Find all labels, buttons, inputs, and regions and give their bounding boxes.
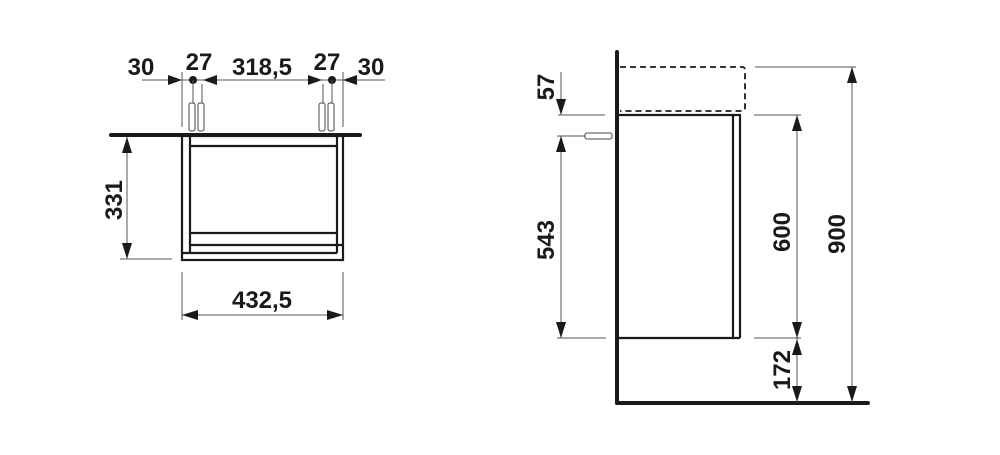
cabinet-side	[619, 113, 742, 340]
cabinet-front	[180, 134, 345, 262]
dim-right-anchor-gap: 27	[314, 49, 341, 76]
dim-right-margin: 30	[358, 54, 385, 81]
arrow-icon	[308, 75, 322, 85]
dim-total-height: 900	[824, 214, 851, 254]
washbasin-outline	[620, 66, 746, 112]
dim-anchor-height: 543	[533, 220, 560, 260]
wall-anchor-icon	[318, 80, 335, 132]
dim-front-height: 331	[101, 180, 128, 220]
arrow-icon	[203, 75, 217, 85]
dim-top-offset: 57	[533, 74, 560, 101]
arrow-icon	[168, 75, 182, 85]
dim-front-width: 432,5	[232, 287, 292, 314]
dim-cabinet-height: 600	[769, 212, 796, 252]
dim-left-margin: 30	[128, 54, 155, 81]
dim-left-anchor-gap: 27	[186, 49, 213, 76]
dim-floor-clearance: 172	[769, 350, 796, 390]
side-view: 57 543 600 900 172	[533, 50, 870, 405]
wall-anchor-icon	[557, 132, 613, 140]
wall-anchor-icon	[188, 80, 205, 132]
arrow-icon	[343, 75, 357, 85]
front-view: 30 27 318,5 27 30 331 432,5	[101, 49, 385, 320]
dim-center-span: 318,5	[232, 54, 292, 81]
